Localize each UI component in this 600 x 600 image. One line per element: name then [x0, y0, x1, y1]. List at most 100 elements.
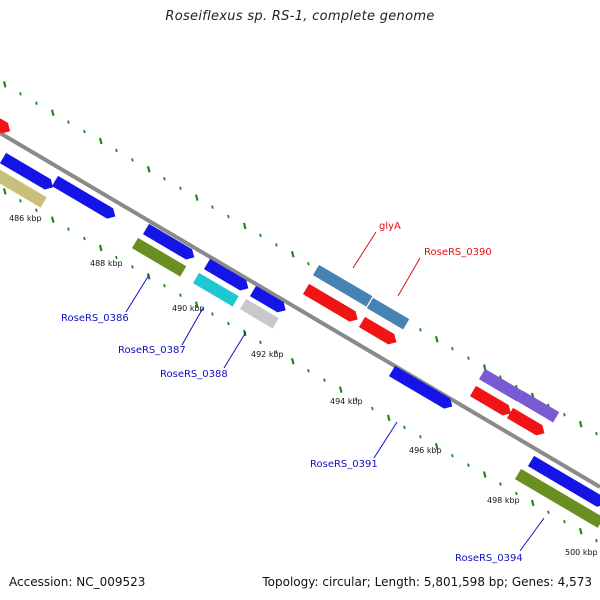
scale-label-500: 500 kbp: [565, 548, 598, 557]
leader-line-0386: [125, 274, 150, 313]
leader-line-glyA: [352, 231, 377, 269]
scale-label-490: 490 kbp: [172, 304, 205, 313]
gene-roseRS-0390[interactable]: [366, 297, 410, 330]
tick-mark: [131, 158, 134, 162]
tick-mark: [290, 358, 295, 365]
gene-features: [0, 111, 600, 528]
tick-mark: [50, 216, 55, 223]
tick-mark: [179, 186, 182, 190]
tick-mark: [98, 137, 103, 145]
gene-label-roseRS-0394[interactable]: RoseRS_0394: [455, 553, 523, 564]
scale-label-486: 486 kbp: [9, 214, 42, 223]
tick-mark: [242, 329, 247, 337]
gene-label-roseRS-0390[interactable]: RoseRS_0390: [424, 247, 492, 258]
tick-mark: [419, 328, 422, 332]
tick-mark: [275, 243, 278, 247]
scale-label-496: 496 kbp: [409, 446, 442, 455]
leader-line-0394: [519, 517, 545, 552]
gene-purple-bar[interactable]: [478, 368, 523, 402]
gene-blue-arrow[interactable]: [527, 455, 600, 510]
tick-mark: [50, 109, 55, 116]
tick-mark: [2, 81, 7, 88]
tick-mark: [35, 101, 38, 105]
gene-red-arrow[interactable]: [302, 283, 361, 325]
genome-summary-text: Topology: circular; Length: 5,801,598 bp…: [262, 575, 592, 589]
gene-label-roseRS-0387[interactable]: RoseRS_0387: [118, 345, 186, 356]
gene-blue-arrow[interactable]: [51, 175, 118, 222]
leader-line-0390: [397, 257, 421, 297]
tick-mark: [451, 453, 454, 458]
gene-purple-bar[interactable]: [516, 390, 560, 423]
tick-mark: [515, 384, 518, 389]
tick-mark: [578, 527, 583, 535]
tick-mark: [275, 350, 278, 354]
tick-mark: [179, 293, 182, 297]
tick-mark: [595, 538, 598, 543]
tick-mark: [259, 233, 262, 238]
tick-mark: [163, 284, 166, 288]
gene-silver-bar[interactable]: [239, 298, 279, 329]
tick-mark: [499, 482, 502, 486]
tick-mark: [403, 425, 406, 430]
tick-mark: [578, 420, 583, 428]
gene-red-arrow[interactable]: [358, 316, 400, 348]
leader-line-0387: [181, 307, 204, 346]
tick-mark: [434, 442, 439, 450]
tick-mark: [595, 431, 598, 436]
tick-mark: [547, 510, 550, 515]
tick-mark: [323, 378, 326, 382]
scale-label-488: 488 kbp: [90, 259, 123, 268]
accession-text: Accession: NC_009523: [9, 575, 146, 589]
tick-mark: [211, 205, 214, 209]
tick-mark: [467, 463, 470, 467]
gene-blue-arrow[interactable]: [0, 152, 56, 193]
tick-mark: [355, 397, 358, 401]
tick-mark: [146, 166, 151, 173]
tick-mark: [419, 435, 422, 439]
gene-roseRS-0394[interactable]: [514, 468, 600, 528]
gene-red-arrow[interactable]: [506, 407, 548, 439]
tick-mark: [482, 471, 487, 478]
gene-red-arrow[interactable]: [469, 385, 514, 419]
leader-line-0391: [373, 421, 398, 459]
tick-mark: [35, 208, 38, 212]
tick-mark: [194, 194, 199, 201]
tick-mark: [194, 301, 199, 308]
tick-mark: [227, 214, 230, 219]
gene-label-roseRS-0391[interactable]: RoseRS_0391: [310, 459, 378, 470]
tick-mark: [242, 222, 247, 230]
gene-blue-arrow[interactable]: [203, 258, 251, 294]
tick-mark: [115, 255, 118, 260]
gene-blue-arrow[interactable]: [249, 285, 289, 316]
tick-mark: [163, 177, 166, 181]
tick-mark: [515, 491, 518, 496]
tick-mark: [98, 244, 103, 252]
tick-mark: [290, 251, 295, 258]
inner-tick-track: [2, 188, 598, 543]
gene-label-roseRS-0386[interactable]: RoseRS_0386: [61, 313, 129, 324]
tick-mark: [499, 375, 502, 379]
tick-mark: [451, 346, 454, 351]
tick-mark: [227, 321, 230, 326]
tick-mark: [211, 312, 214, 316]
gene-cyan-bar[interactable]: [192, 272, 239, 307]
tick-mark: [259, 340, 262, 345]
gene-olive-bar[interactable]: [131, 237, 187, 277]
gene-label-roseRS-0388[interactable]: RoseRS_0388: [160, 369, 228, 380]
tick-mark: [563, 520, 566, 524]
scale-label-498: 498 kbp: [487, 496, 520, 505]
tick-mark: [307, 261, 310, 266]
scale-label-492: 492 kbp: [251, 350, 284, 359]
gene-label-glyA[interactable]: glyA: [379, 221, 401, 232]
gene-glyA[interactable]: [312, 264, 373, 307]
gene-roseRS-0391[interactable]: [388, 365, 455, 412]
scale-label-494: 494 kbp: [330, 397, 363, 406]
gene-blue-arrow[interactable]: [142, 223, 197, 263]
gene-red-arrow[interactable]: [0, 111, 13, 137]
leader-line-0388: [223, 331, 247, 369]
tick-mark: [307, 368, 310, 373]
genome-backbone: [0, 131, 600, 489]
gene-tan-bar[interactable]: [0, 166, 47, 208]
tick-mark: [83, 236, 86, 241]
